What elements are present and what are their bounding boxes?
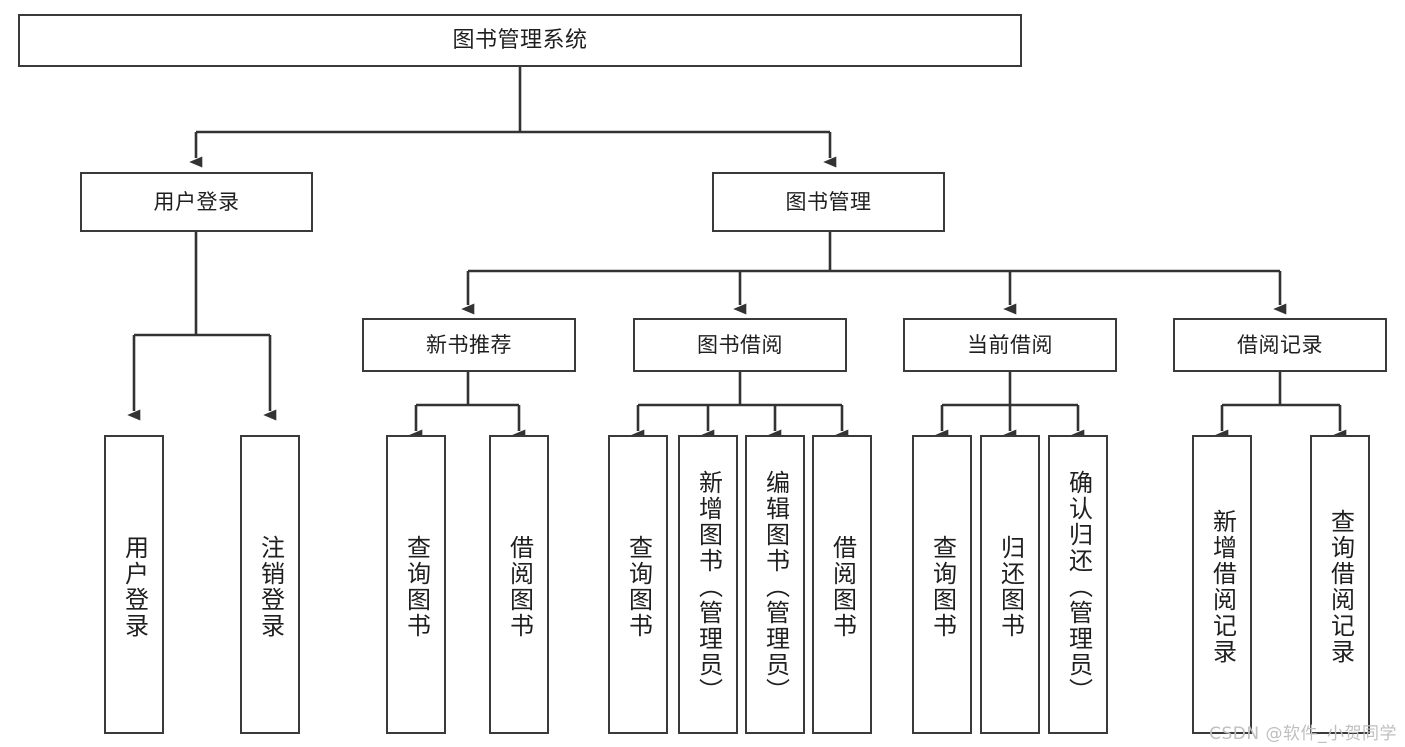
node-leaf-confirm-return[interactable]: 确认归还（管理员）: [1048, 435, 1108, 734]
node-leaf-add-book[interactable]: 新增图书（管理员）: [678, 435, 738, 734]
node-label: 当前借阅: [967, 332, 1053, 357]
node-label: 查询图书: [928, 534, 957, 639]
node-label: 用户登录: [153, 189, 240, 214]
node-label: 查询图书: [624, 534, 653, 639]
node-book-borrow[interactable]: 图书借阅: [633, 318, 847, 372]
node-label: 注销登录: [256, 534, 285, 639]
node-label: 新增借阅记录: [1208, 508, 1237, 665]
node-leaf-borrow-book-2[interactable]: 借阅图书: [812, 435, 872, 734]
node-label: 查询图书: [402, 534, 431, 639]
node-label: 图书管理: [785, 189, 872, 214]
node-leaf-query-record[interactable]: 查询借阅记录: [1310, 435, 1370, 734]
node-leaf-query-book-3[interactable]: 查询图书: [912, 435, 972, 734]
node-label: 借阅图书: [505, 534, 534, 639]
node-label: 归还图书: [996, 534, 1025, 639]
node-book-management[interactable]: 图书管理: [712, 172, 945, 232]
node-label: 确认归还（管理员）: [1064, 469, 1093, 704]
watermark-text: CSDN @软件_小贺同学: [1209, 724, 1397, 744]
node-new-book-recommend[interactable]: 新书推荐: [362, 318, 576, 372]
node-label: 图书借阅: [697, 332, 783, 357]
node-label: 查询借阅记录: [1326, 508, 1355, 665]
node-leaf-edit-book[interactable]: 编辑图书（管理员）: [745, 435, 805, 734]
node-label: 借阅图书: [828, 534, 857, 639]
node-leaf-logout[interactable]: 注销登录: [240, 435, 300, 734]
node-label: 编辑图书（管理员）: [761, 469, 790, 704]
node-leaf-return-book[interactable]: 归还图书: [980, 435, 1040, 734]
node-current-borrow[interactable]: 当前借阅: [903, 318, 1117, 372]
node-label: 新增图书（管理员）: [694, 469, 723, 704]
node-borrow-record[interactable]: 借阅记录: [1173, 318, 1387, 372]
node-leaf-add-record[interactable]: 新增借阅记录: [1192, 435, 1252, 734]
node-leaf-query-book-1[interactable]: 查询图书: [386, 435, 446, 734]
node-label: 借阅记录: [1237, 332, 1323, 357]
node-leaf-borrow-book-1[interactable]: 借阅图书: [489, 435, 549, 734]
node-label: 图书管理系统: [452, 27, 588, 53]
node-label: 用户登录: [120, 534, 149, 639]
node-leaf-query-book-2[interactable]: 查询图书: [608, 435, 668, 734]
node-leaf-user-login[interactable]: 用户登录: [104, 435, 164, 734]
node-root-book-management-system[interactable]: 图书管理系统: [18, 14, 1022, 67]
node-label: 新书推荐: [426, 332, 512, 357]
node-user-login[interactable]: 用户登录: [80, 172, 313, 232]
